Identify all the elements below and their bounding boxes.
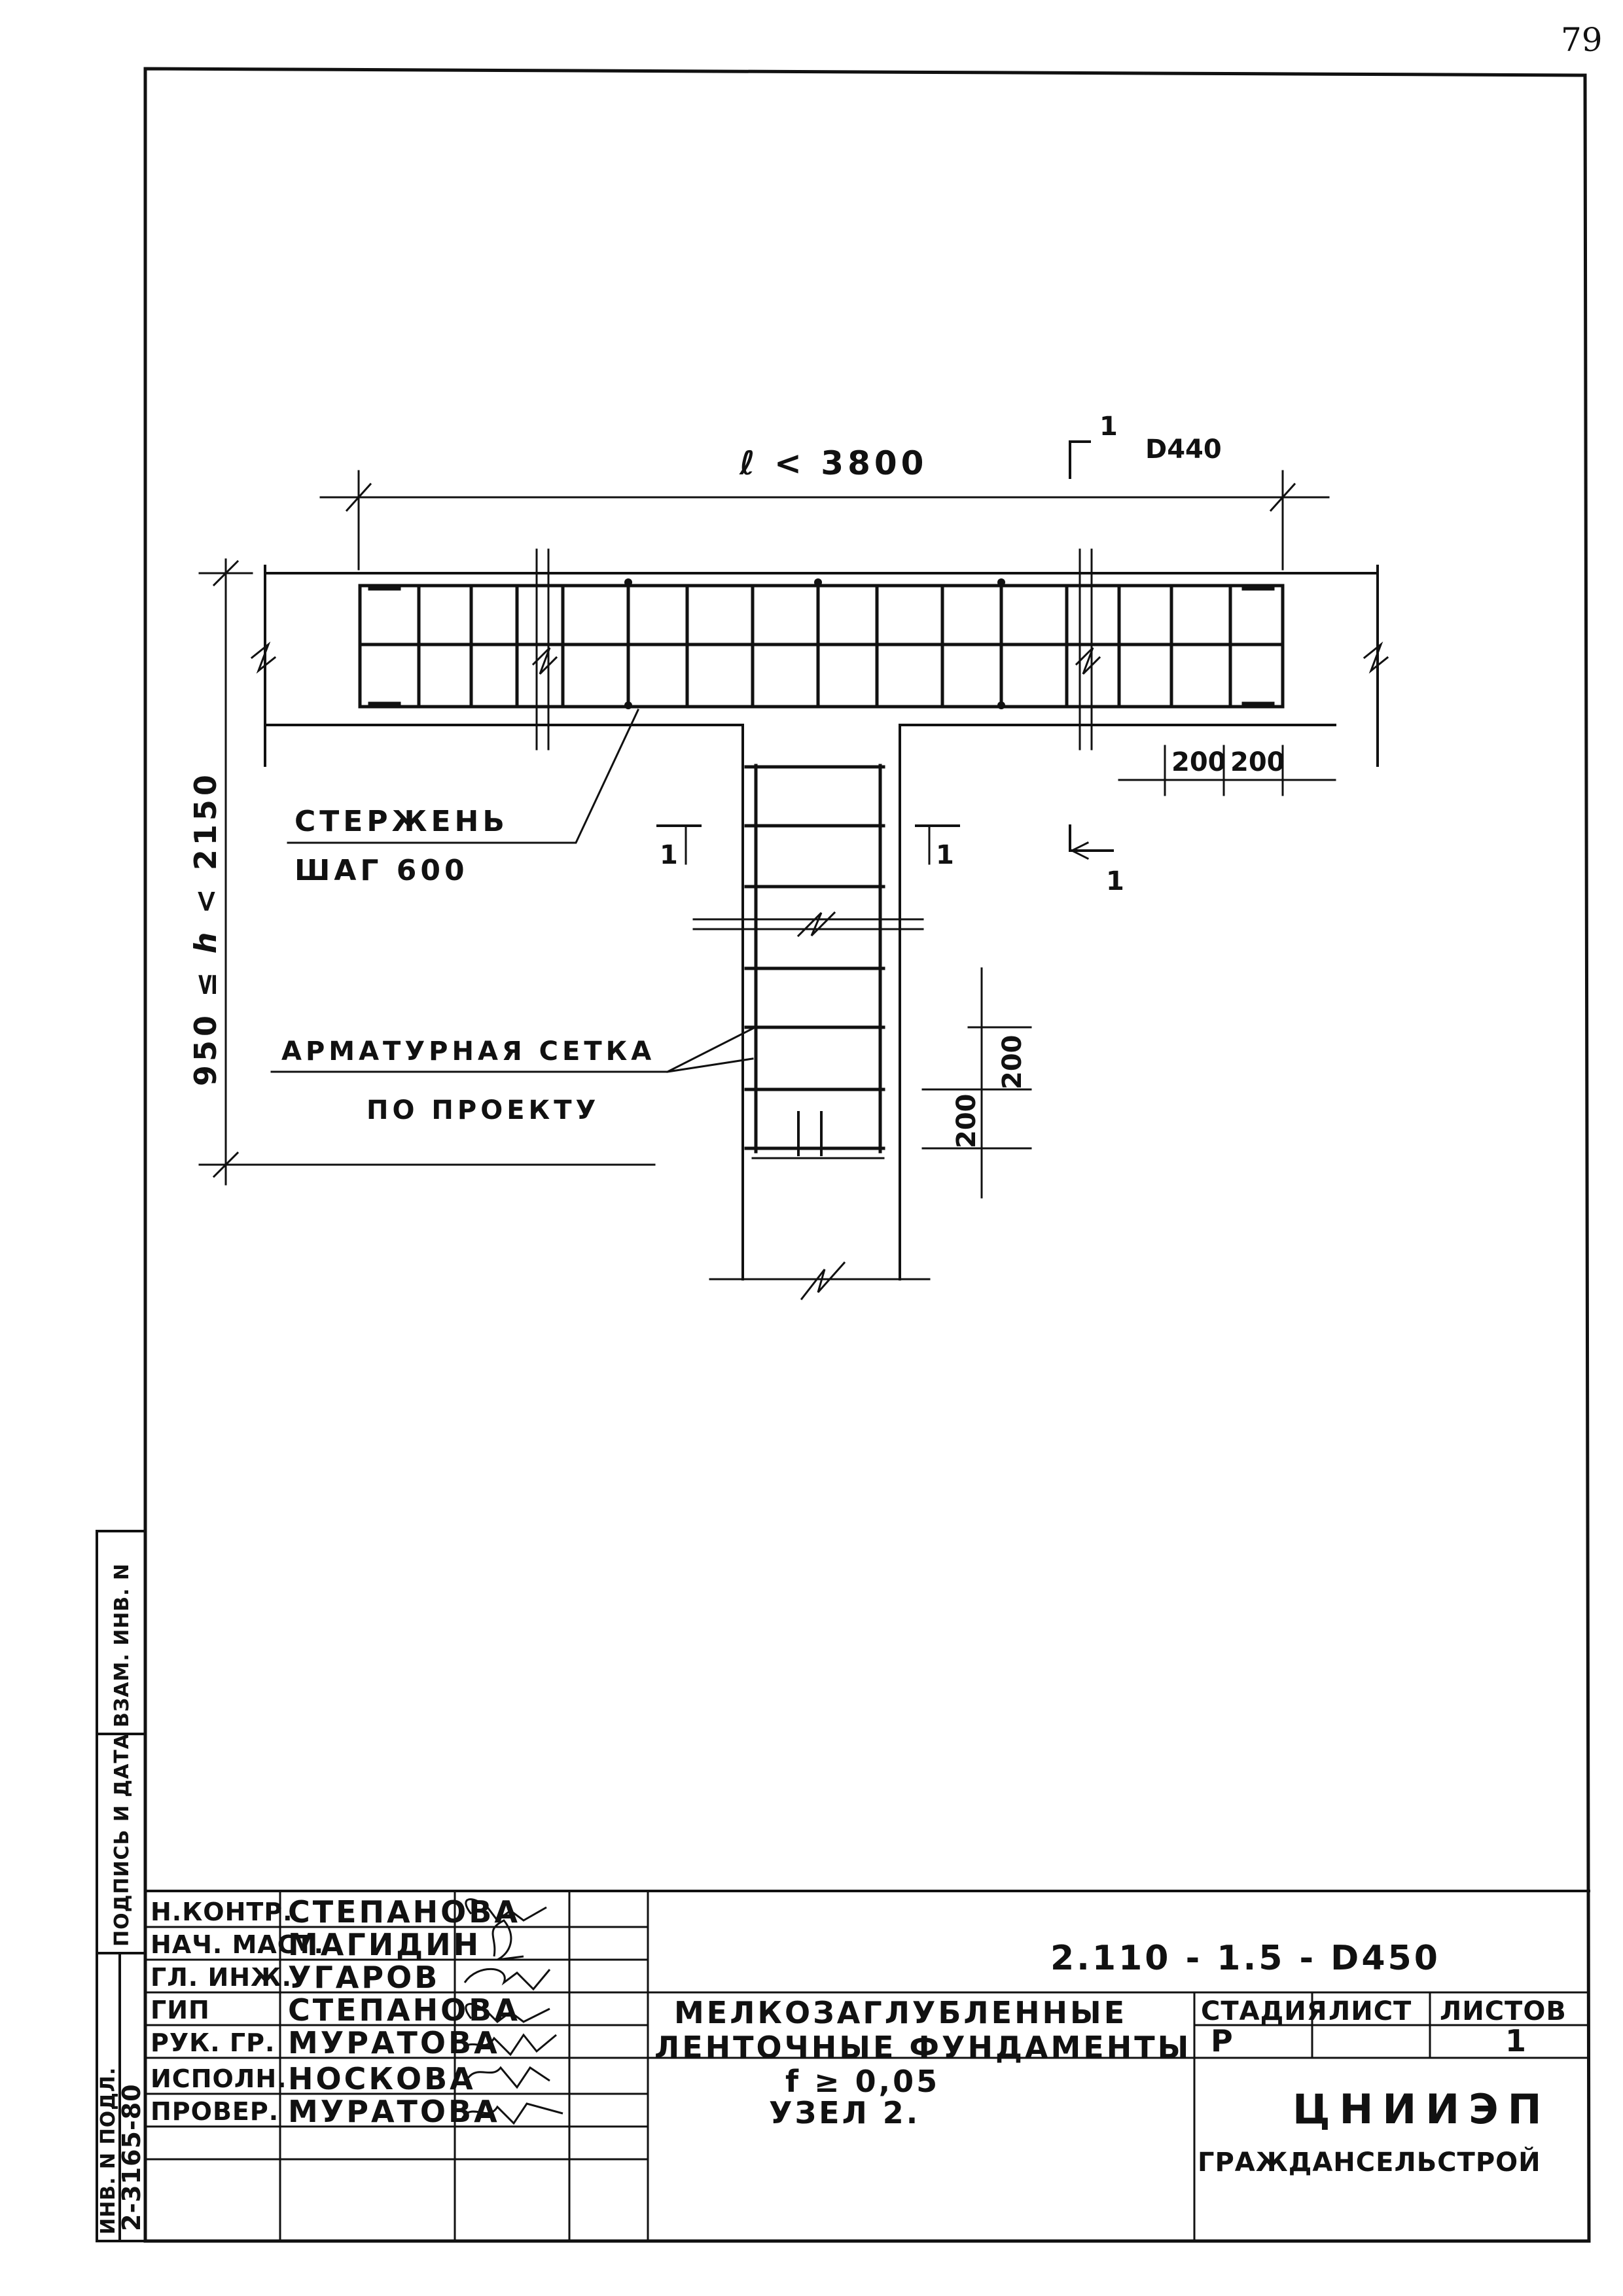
stage-value: Р [1211,2023,1236,2058]
role-ispoln: ИСПОЛН. [151,2064,287,2093]
role-gl-inzh: ГЛ. ИНЖ. [151,1963,292,1992]
label-rod-step: ШАГ 600 [294,854,469,887]
dim-200-d: 200 [952,1094,982,1149]
title-line-2: ЛЕНТОЧНЫЕ ФУНДАМЕНТЫ [654,2030,1191,2065]
title-line-1: МЕЛКОЗАГЛУБЛЕННЫЕ [674,1995,1127,2030]
dim-200-a: 200 [1171,747,1226,777]
side-stamp-signature: ПОДПИСЬ И ДАТА [111,1733,134,1947]
name-gl-inzh: УГАРОВ [288,1960,440,1995]
cut-label-right: 1 [936,840,954,870]
signatures [460,1898,563,2125]
org-name: ЦНИИЭП [1293,2085,1551,2133]
name-n-kontr: СТЕПАНОВА [288,1894,520,1930]
title-block-roles: Н.КОНТР. СТЕПАНОВА НАЧ. МАСТ. МАГИДИН ГЛ… [151,1894,520,2129]
role-n-kontr: Н.КОНТР. [151,1898,293,1926]
side-stamp-inv: ИНВ. N ПОДЛ. [97,2067,120,2234]
role-nach-mast: НАЧ. МАСТ. [151,1930,324,1959]
role-prover: ПРОВЕР. [151,2097,279,2126]
section-mark-1: 1 [1099,412,1118,442]
sheets-header: ЛИСТОВ [1440,1996,1567,2026]
sheet-frame [143,67,1591,2243]
name-ruk-gr: МУРАТОВА [288,2025,500,2060]
sheet-header: ЛИСТ [1329,1996,1412,2026]
title-line-4: УЗЕЛ 2. [769,2095,920,2130]
dim-200-b: 200 [1230,747,1285,777]
label-rod: СТЕРЖЕНЬ [294,805,508,838]
role-ruk-gr: РУК. ГР. [151,2028,275,2057]
sheets-value: 1 [1505,2023,1529,2058]
page-number: 79 [1561,21,1603,59]
doc-code: 2.110 - 1.5 - D450 [1050,1939,1440,1978]
dim-span: ℓ < 3800 [739,444,927,482]
name-nach-mast: МАГИДИН [288,1927,481,1962]
label-mesh: АРМАТУРНАЯ СЕТКА [281,1036,655,1067]
stage-header: СТАДИЯ [1201,1996,1328,2026]
t-joint-drawing [198,440,1389,1301]
name-prover: МУРАТОВА [288,2094,500,2129]
name-gip: СТЕПАНОВА [288,1992,520,2028]
name-ispoln: НОСКОВА [288,2061,476,2096]
side-stamp: ИНВ. N ПОДЛ. 2-3165-80 ПОДПИСЬ И ДАТА ВЗ… [96,1530,147,2242]
side-stamp-inv-value: 2-3165-80 [117,2083,146,2231]
dim-200-c: 200 [997,1035,1027,1090]
section-code: D440 [1145,434,1222,465]
title-line-3: f ≥ 0,05 [785,2064,940,2099]
cut-label-left: 1 [660,840,678,870]
title-block [144,1890,1590,2242]
label-mesh-project: ПО ПРОЕКТУ [366,1095,599,1125]
dim-height: 950 ≤ ℎ < 2150 [188,771,223,1086]
side-stamp-replace: ВЗАМ. ИНВ. N [111,1563,134,1727]
org-subtitle: ГРАЖДАНСЕЛЬСТРОЙ [1198,2146,1541,2178]
cut-label-side: 1 [1106,866,1124,896]
role-gip: ГИП [151,1996,210,2024]
